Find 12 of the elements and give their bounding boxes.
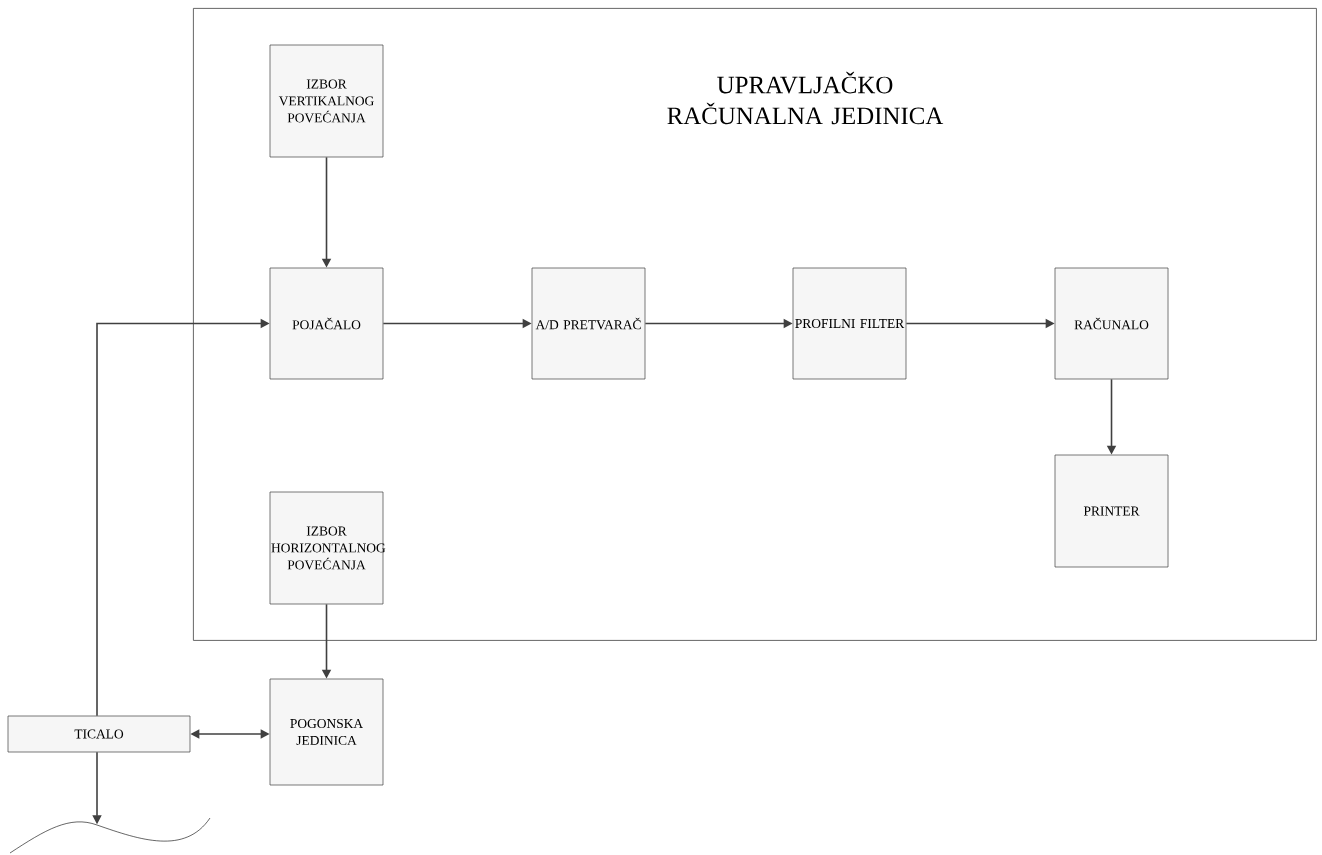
process-box: TICALO: [7, 715, 191, 753]
process-box: IZBOR HORIZONTALNOG POVEĆANJA: [269, 491, 386, 605]
surface-curve-drawing: [9, 817, 211, 854]
process-box: RAČUNALO: [1054, 267, 1169, 380]
process-box: POGONSKA JEDINICA: [269, 678, 384, 786]
process-box: A/D PRETVARAČ: [531, 267, 646, 380]
process-box: PRINTER: [1054, 454, 1169, 568]
process-box: IZBOR VERTIKALNOG POVEĆANJA: [269, 44, 384, 158]
process-box: PROFILNI FILTER: [792, 267, 907, 380]
frame-box: [193, 8, 1317, 641]
process-box: POJAČALO: [269, 267, 384, 380]
frame-title: UPRAVLJAČKO RAČUNALNA JEDINICA: [667, 71, 944, 125]
